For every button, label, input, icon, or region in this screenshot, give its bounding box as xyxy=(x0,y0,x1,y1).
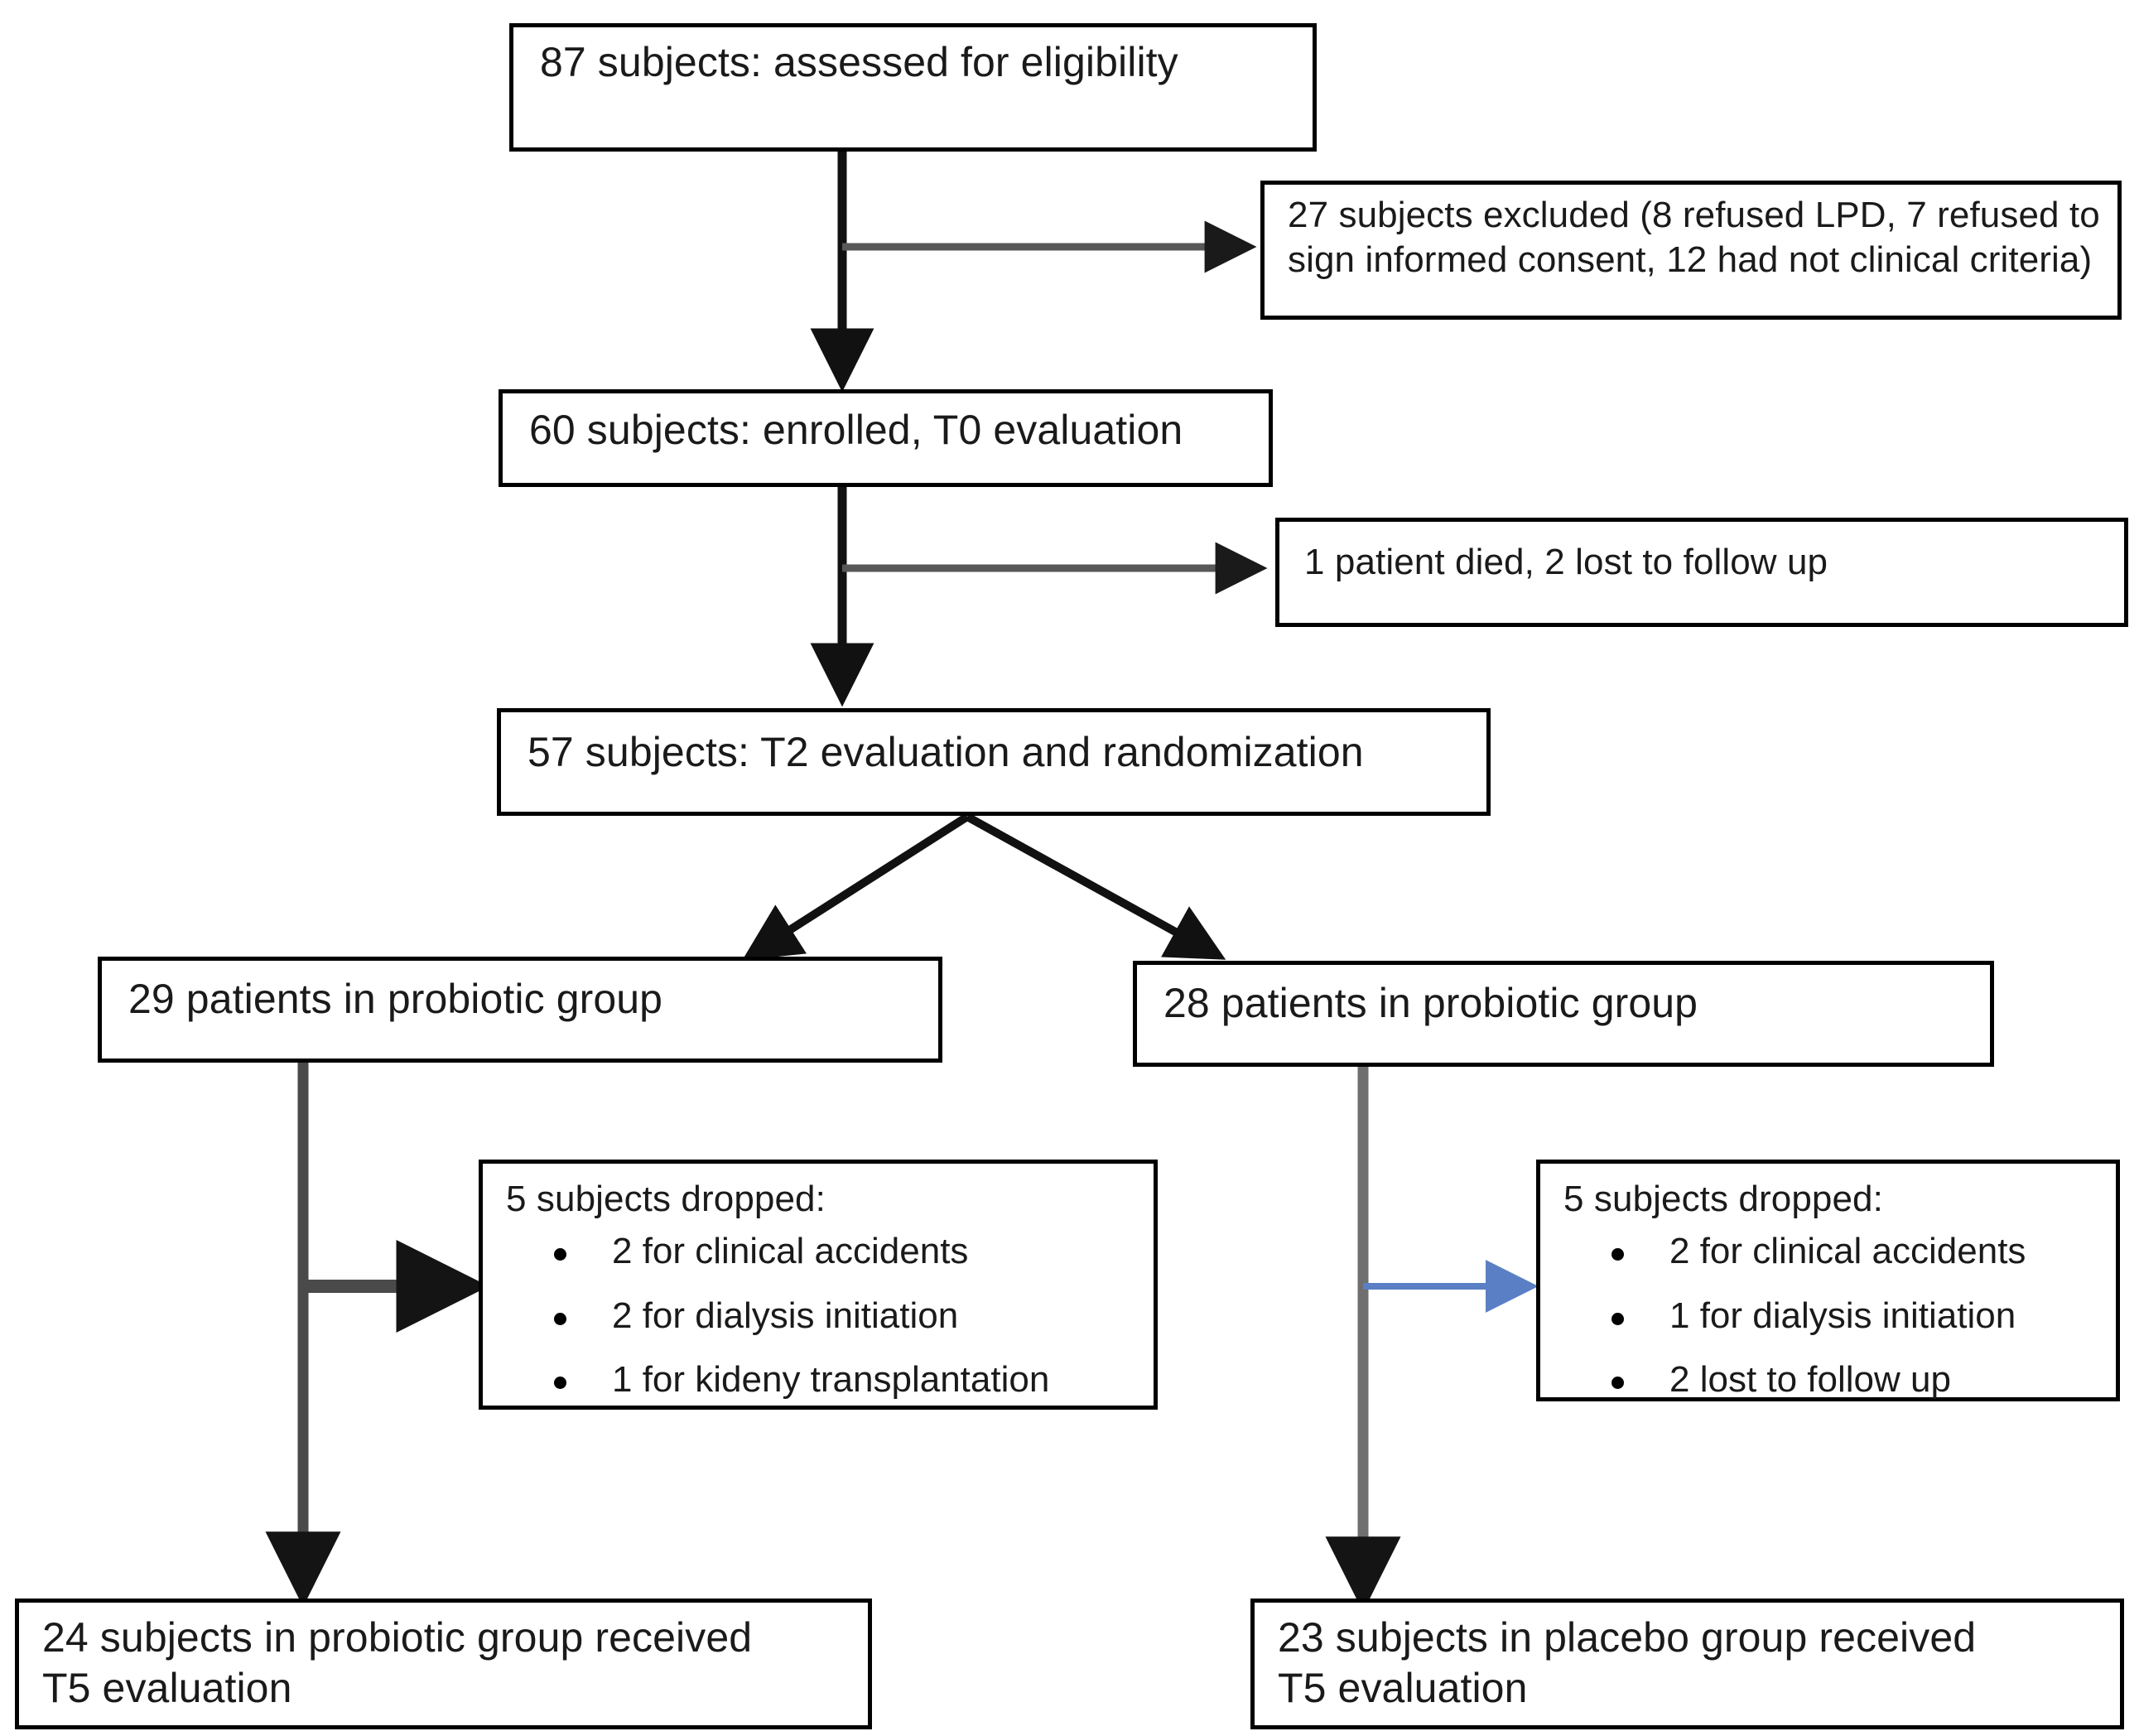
list-item-label: 1 for dialysis initiation xyxy=(1669,1295,2016,1336)
node-enrolled: 60 subjects: enrolled, T0 evaluation xyxy=(499,389,1273,487)
node-dropped-left-list: 2 for clinical accidents 2 for dialysis … xyxy=(506,1230,1142,1402)
bullet-dot-icon xyxy=(554,1247,566,1261)
bullet-dot-icon xyxy=(1611,1247,1624,1261)
node-final-right: 23 subjects in placebo group received T5… xyxy=(1250,1599,2124,1729)
node-arm-left-label: 29 patients in probiotic group xyxy=(128,976,663,1022)
list-item-label: 2 for clinical accidents xyxy=(612,1230,969,1271)
node-attrition-label: 1 patient died, 2 lost to follow up xyxy=(1304,542,1828,582)
list-item-label: 2 for dialysis initiation xyxy=(612,1295,959,1336)
node-arm-right: 28 patients in probiotic group xyxy=(1133,961,1994,1067)
node-final-right-label: 23 subjects in placebo group received T5… xyxy=(1278,1614,1977,1711)
connector-randomized-to-arm-left xyxy=(742,813,970,961)
node-dropped-left: 5 subjects dropped: 2 for clinical accid… xyxy=(479,1160,1158,1410)
node-randomized: 57 subjects: T2 evaluation and randomiza… xyxy=(497,708,1491,816)
bullet-dot-icon xyxy=(554,1312,566,1325)
list-item: 1 for kideny transplantation xyxy=(506,1358,1142,1401)
node-randomized-label: 57 subjects: T2 evaluation and randomiza… xyxy=(528,729,1364,775)
bullet-dot-icon xyxy=(1611,1312,1624,1325)
bullet-dot-icon xyxy=(554,1377,566,1390)
bullet-dot-icon xyxy=(1611,1377,1624,1390)
node-arm-left: 29 patients in probiotic group xyxy=(98,957,942,1063)
list-item-label: 2 for clinical accidents xyxy=(1669,1230,2026,1271)
list-item: 2 for clinical accidents xyxy=(1563,1230,2108,1273)
node-final-left-label: 24 subjects in probiotic group received … xyxy=(42,1614,753,1711)
list-item: 2 for dialysis initiation xyxy=(506,1295,1142,1338)
node-dropped-left-heading: 5 subjects dropped: xyxy=(506,1179,826,1219)
node-final-left: 24 subjects in probiotic group received … xyxy=(15,1599,872,1729)
list-item: 2 lost to follow up xyxy=(1563,1358,2108,1401)
node-dropped-right-list: 2 for clinical accidents 1 for dialysis … xyxy=(1563,1230,2108,1402)
node-eligibility-label: 87 subjects: assessed for eligibility xyxy=(540,39,1178,85)
node-dropped-right-heading: 5 subjects dropped: xyxy=(1563,1179,1883,1219)
list-item-label: 1 for kideny transplantation xyxy=(612,1359,1050,1401)
node-excluded-label: 27 subjects excluded (8 refused LPD, 7 r… xyxy=(1288,195,2111,280)
connector-randomized-to-arm-right xyxy=(965,813,1226,960)
node-eligibility: 87 subjects: assessed for eligibility xyxy=(509,23,1317,152)
node-attrition-t0-t2: 1 patient died, 2 lost to follow up xyxy=(1275,518,2128,627)
node-excluded: 27 subjects excluded (8 refused LPD, 7 r… xyxy=(1260,181,2122,320)
list-item-label: 2 lost to follow up xyxy=(1669,1359,1951,1401)
list-item: 2 for clinical accidents xyxy=(506,1230,1142,1273)
node-arm-right-label: 28 patients in probiotic group xyxy=(1163,980,1698,1026)
node-dropped-right: 5 subjects dropped: 2 for clinical accid… xyxy=(1536,1160,2120,1401)
node-enrolled-label: 60 subjects: enrolled, T0 evaluation xyxy=(529,407,1183,453)
list-item: 1 for dialysis initiation xyxy=(1563,1295,2108,1338)
